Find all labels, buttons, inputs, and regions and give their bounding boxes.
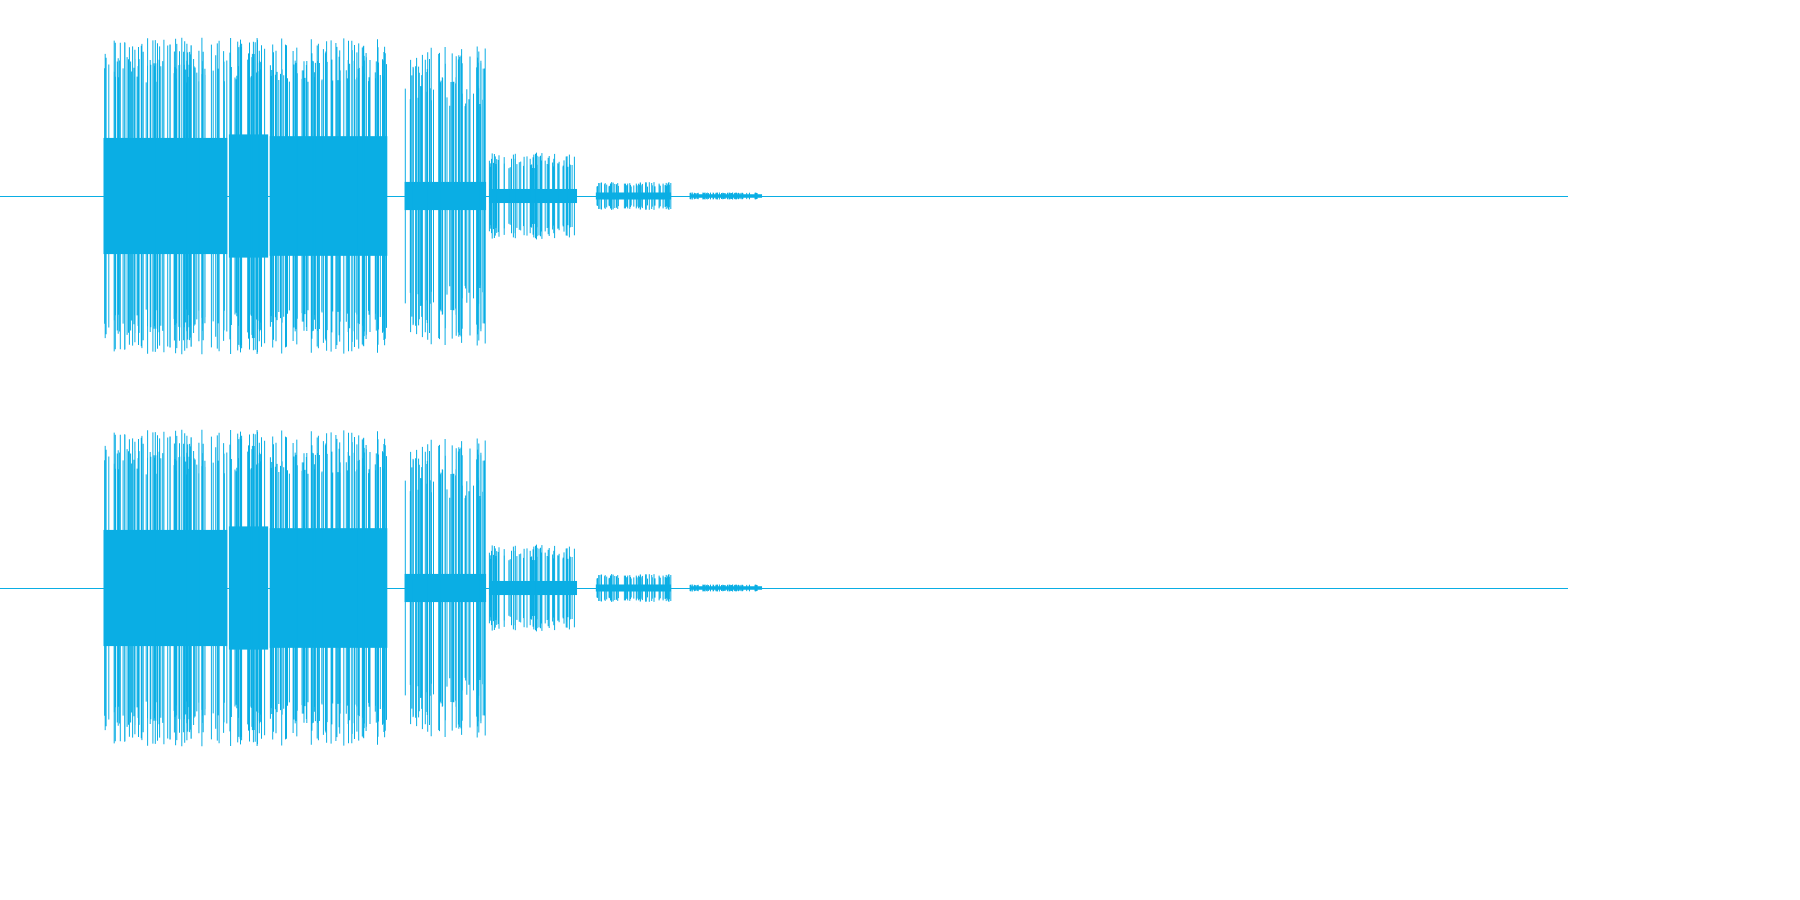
waveform-segment [228, 430, 269, 746]
waveform-segment [689, 192, 763, 200]
channel-1 [0, 37, 1568, 355]
waveform-segment [595, 182, 672, 210]
waveform-segment [269, 430, 388, 746]
waveform-body [103, 529, 228, 647]
waveform-body [103, 137, 228, 255]
waveform-body [689, 194, 763, 198]
waveform-segment [103, 429, 228, 747]
waveform-display [0, 37, 1568, 747]
waveform-segment [404, 46, 487, 346]
waveform-segment [595, 574, 672, 602]
waveform-chart [0, 37, 1568, 747]
waveform-segment [689, 584, 763, 592]
channel-2 [0, 429, 1568, 747]
waveform-segment [103, 37, 228, 355]
waveform-segment [488, 152, 578, 240]
waveform-segment [269, 38, 388, 354]
waveform-segment [228, 38, 269, 354]
waveform-segment [404, 438, 487, 738]
waveform-body [689, 586, 763, 590]
waveform-segment [488, 544, 578, 632]
